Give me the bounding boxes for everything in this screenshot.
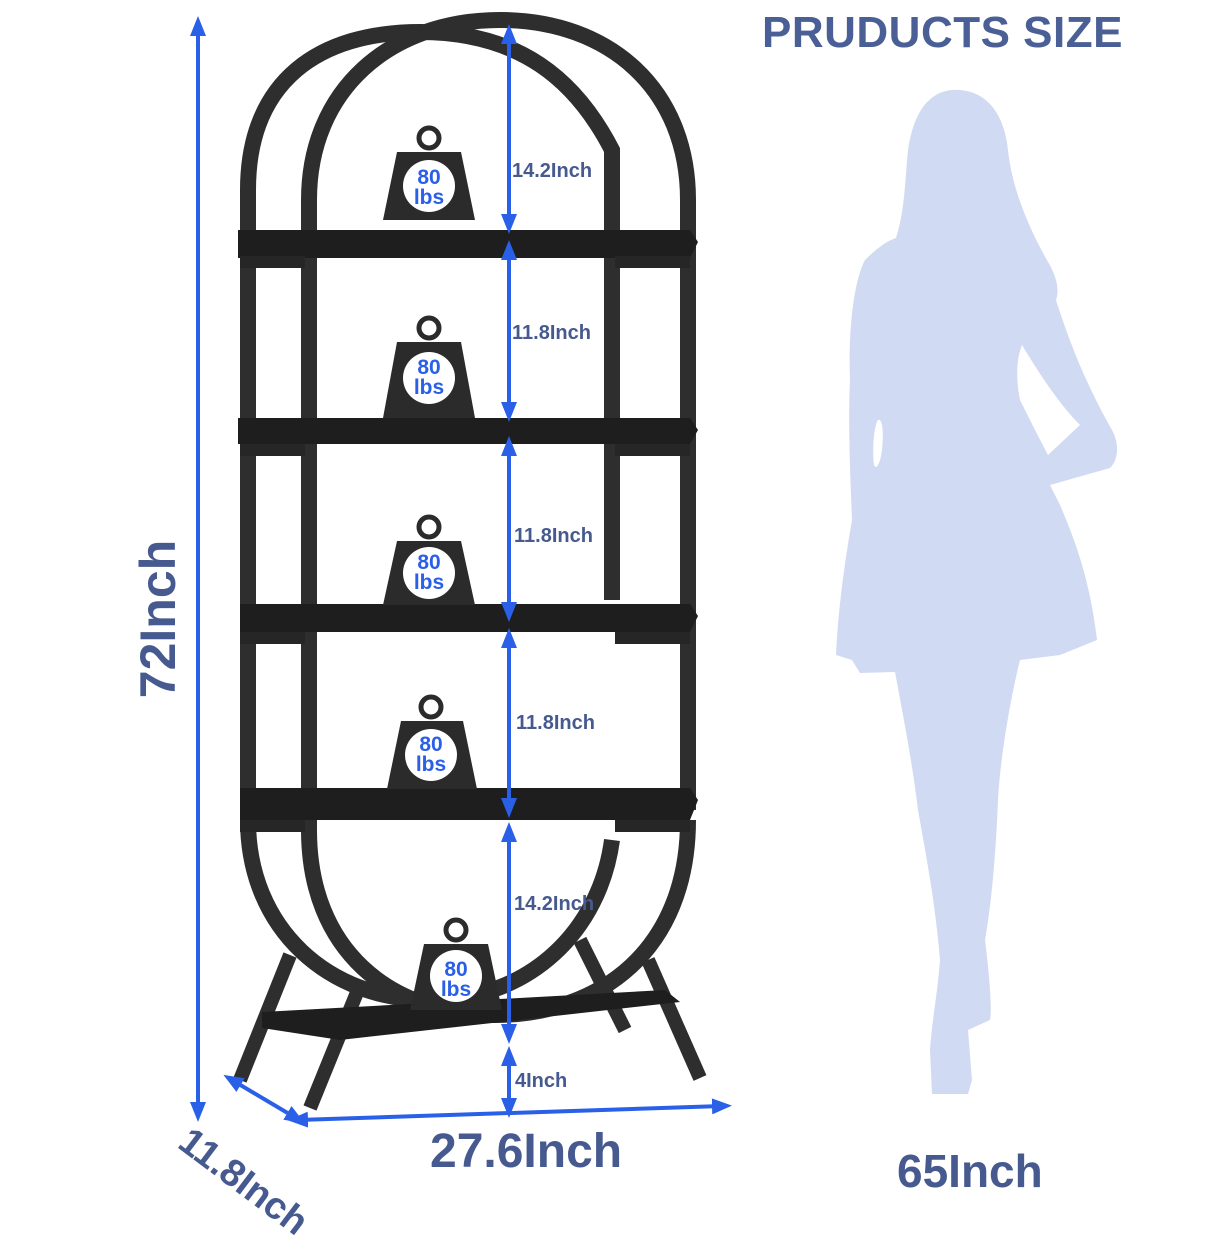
dimension-arrows (190, 15, 732, 1128)
shelf-side-rails (240, 256, 690, 832)
weight-icon (383, 514, 475, 605)
depth-arrow (223, 1074, 305, 1124)
weight-unit: lbs (413, 571, 445, 594)
weight-icon (387, 694, 477, 789)
gap-label-5: 14.2Inch (514, 893, 595, 915)
overall-height-label: 72Inch (130, 539, 186, 699)
weight-unit: lbs (440, 978, 472, 1001)
shelf-boards (238, 230, 698, 1040)
weight-icons (383, 125, 502, 1010)
page-title: PRUDUCTS SIZE (762, 8, 1123, 57)
weight-value: 80 (417, 356, 441, 379)
person-height-label: 65Inch (897, 1145, 1043, 1197)
weight-unit: lbs (413, 186, 445, 209)
weight-icon (383, 315, 475, 418)
weight-value: 80 (419, 733, 443, 756)
weight-value: 80 (417, 551, 441, 574)
weight-icon (383, 125, 475, 220)
weight-value: 80 (444, 958, 468, 981)
gap-label-3: 11.8Inch (514, 525, 593, 547)
person-silhouette (836, 89, 1118, 1095)
product-size-infographic: PRUDUCTS SIZE 14.2Inch 11.8Inch 11.8Inch… (130, 8, 1123, 1244)
gap-label-1: 14.2Inch (512, 160, 593, 182)
weight-value: 80 (417, 166, 441, 189)
shelf-diagram (190, 11, 1118, 1128)
width-arrow (288, 1098, 732, 1128)
weight-icon (410, 917, 502, 1010)
gap-label-2: 11.8Inch (512, 322, 591, 344)
gap-label-4: 11.8Inch (516, 712, 595, 734)
shelf-frame (240, 11, 696, 1024)
weight-unit: lbs (413, 376, 445, 399)
weight-unit: lbs (415, 753, 447, 776)
floor-clearance-label: 4Inch (515, 1070, 568, 1092)
overall-width-label: 27.6Inch (430, 1125, 623, 1178)
